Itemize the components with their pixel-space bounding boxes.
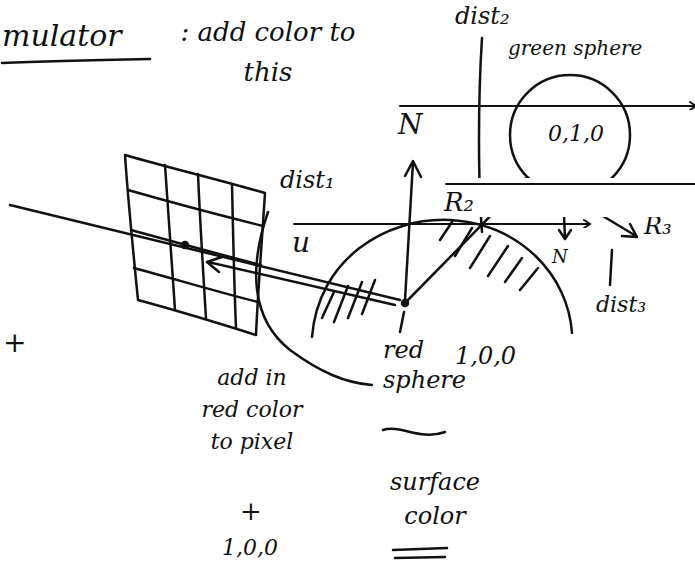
plus-sign: +	[3, 326, 26, 360]
normal-vector-head	[405, 161, 421, 177]
vector-arrow-stroke	[446, 180, 695, 188]
heading-note: : add color to this	[158, 12, 378, 92]
vector-label: N	[398, 100, 695, 141]
plus-sign: +	[240, 496, 262, 527]
normal-label: N	[552, 246, 568, 268]
dist3-leader	[610, 250, 612, 285]
note: add in red color to pixel	[200, 362, 304, 458]
vector-arrow	[444, 178, 695, 188]
vector-label: R₂	[442, 178, 695, 217]
surface-underline	[393, 548, 447, 558]
sphere-outline	[510, 75, 630, 195]
distance-label: dist₃	[596, 292, 646, 318]
distance-label: dist₁	[280, 166, 335, 195]
rgb-value: 0,1,0	[548, 121, 604, 147]
screen-grid	[128, 165, 263, 328]
green-sphere: green sphere 0,1,0	[500, 18, 650, 203]
hatching	[322, 222, 538, 322]
u-vector-head	[207, 257, 222, 272]
sphere-outline	[312, 220, 572, 337]
note: surface color	[385, 465, 485, 533]
vector-name: R₂	[444, 188, 695, 217]
vector-name: u	[292, 228, 592, 259]
vector-name: N	[398, 110, 695, 141]
eye-ray	[10, 205, 400, 300]
rgb-value: 1,0,0	[222, 535, 278, 561]
sphere-name: green sphere	[508, 36, 642, 60]
title-underline	[2, 59, 150, 63]
vector-name: R₃	[644, 213, 695, 239]
sphere-squiggle	[383, 429, 445, 435]
vector-arrow-stroke	[400, 102, 695, 110]
distance-label: dist₂	[455, 2, 510, 31]
vector-arrow	[398, 100, 695, 110]
pixel-dot	[182, 242, 188, 248]
vector-label: u	[292, 218, 592, 259]
red-sphere: red sphere1,0,0	[300, 215, 580, 415]
rgb-value: 1,0,0	[455, 342, 516, 371]
normal-vector	[405, 162, 413, 300]
red-leader	[400, 312, 404, 332]
vector-arrow	[292, 218, 592, 228]
heading-fragment: mulator	[2, 18, 122, 54]
screen-outline	[125, 155, 265, 335]
vector-arrow-stroke	[294, 220, 590, 228]
